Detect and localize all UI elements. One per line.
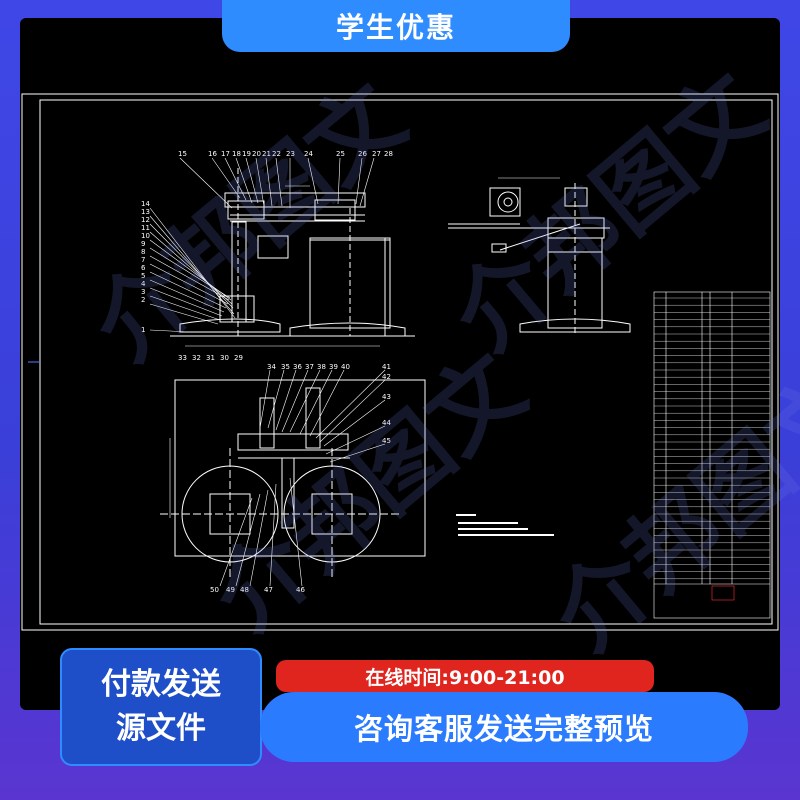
online-hours-text: 在线时间:9:00-21:00	[365, 666, 565, 689]
front-view	[170, 168, 415, 347]
balloon-label: 48	[240, 586, 249, 594]
balloon-label: 45	[382, 437, 391, 445]
parts-list-rows	[654, 297, 770, 579]
balloon-label: 24	[304, 150, 313, 158]
balloon-label: 3	[141, 288, 145, 296]
balloon-label: 38	[317, 363, 326, 371]
parts-list-table	[653, 291, 771, 619]
balloon-label: 16	[208, 150, 217, 158]
balloon-label: 13	[141, 208, 150, 216]
balloon-label: 31	[206, 354, 215, 362]
balloon-label: 14	[141, 200, 150, 208]
balloon-label: 23	[286, 150, 295, 158]
balloon-label: 42	[382, 373, 391, 381]
consult-service-text: 咨询客服发送完整预览	[353, 712, 654, 746]
balloon-label: 39	[329, 363, 338, 371]
student-discount-label: 学生优惠	[335, 11, 456, 44]
technical-notes	[456, 514, 554, 536]
pay-line-2: 源文件	[116, 711, 206, 746]
balloon-label: 37	[305, 363, 314, 371]
balloon-label: 20	[252, 150, 261, 158]
balloon-label: 2	[141, 296, 145, 304]
balloon-label: 11	[141, 224, 150, 232]
balloon-label: 41	[382, 363, 391, 371]
balloon-label: 34	[267, 363, 276, 371]
balloon-label: 50	[210, 586, 219, 594]
balloon-label: 4	[141, 280, 146, 288]
balloon-label: 25	[336, 150, 345, 158]
balloon-label: 49	[226, 586, 235, 594]
balloon-label: 17	[221, 150, 230, 158]
balloon-label: 21	[262, 150, 271, 158]
balloon-label: 6	[141, 264, 146, 272]
plan-leaders	[219, 369, 386, 587]
balloon-label: 9	[141, 240, 145, 248]
side-view	[448, 177, 631, 336]
balloon-label: 46	[296, 586, 305, 594]
student-discount-tab: 学生优惠	[222, 0, 570, 52]
plan-view	[160, 379, 426, 578]
balloon-label: 44	[382, 419, 391, 427]
balloon-label: 7	[141, 256, 145, 264]
balloon-label: 43	[382, 393, 391, 401]
balloon-label: 32	[192, 354, 201, 362]
balloon-label: 26	[358, 150, 367, 158]
balloon-label: 19	[242, 150, 251, 158]
balloon-label: 5	[141, 272, 145, 280]
balloon-label: 15	[178, 150, 187, 158]
balloon-label: 47	[264, 586, 273, 594]
balloon-label: 30	[220, 354, 229, 362]
balloon-label: 8	[141, 248, 145, 256]
balloon-label: 1	[141, 326, 145, 334]
balloon-label: 12	[141, 216, 150, 224]
balloon-label: 22	[272, 150, 281, 158]
balloon-label: 29	[234, 354, 243, 362]
balloon-label: 27	[372, 150, 381, 158]
balloon-label: 33	[178, 354, 187, 362]
balloon-label: 28	[384, 150, 393, 158]
balloon-label: 40	[341, 363, 350, 371]
pay-line-1: 付款发送	[101, 667, 221, 702]
pay-send-badge: 付款发送 源文件	[60, 648, 262, 766]
online-hours-bar: 在线时间:9:00-21:00	[276, 660, 654, 692]
consult-service-bar: 咨询客服发送完整预览	[260, 692, 748, 762]
balloon-label: 18	[232, 150, 241, 158]
front-leaders	[149, 157, 375, 333]
cad-drawing-svg: 1516171819202122232425262728141312111098…	[21, 93, 779, 631]
balloon-label: 10	[141, 232, 150, 240]
balloon-label: 36	[293, 363, 302, 371]
balloon-label: 35	[281, 363, 290, 371]
